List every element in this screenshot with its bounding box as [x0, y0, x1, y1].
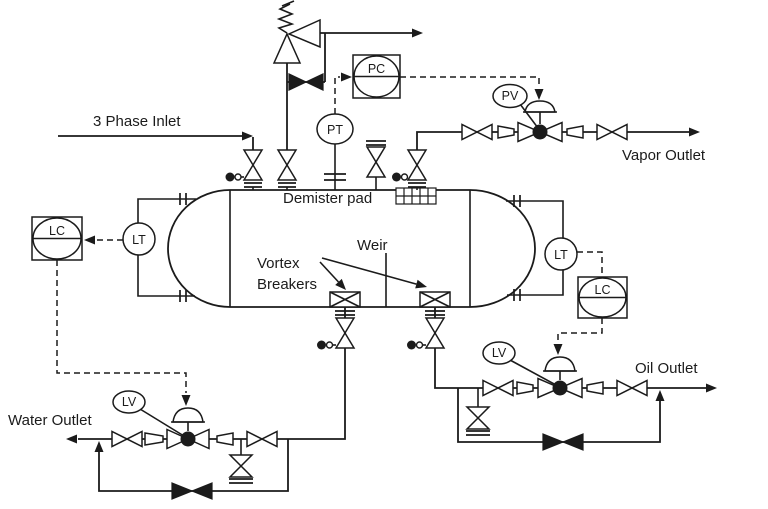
vapor-outlet-line: [392, 100, 700, 190]
bleed-oil-nozzle: [407, 340, 426, 350]
oil-level-control-valve: [537, 356, 583, 399]
weir-label: Weir: [357, 237, 388, 254]
oil-outlet-label: Oil Outlet: [635, 360, 698, 377]
pc-tag: PC: [368, 62, 385, 76]
separator-vessel: [167, 187, 536, 308]
psv-bypass-valve: [288, 73, 324, 91]
oil-bypass-valve: [542, 433, 584, 451]
lc-left-tag: LC: [49, 224, 65, 238]
pt-tag: PT: [327, 123, 343, 137]
spare-capped-valve: [365, 140, 387, 190]
oil-outlet-line: [407, 307, 717, 451]
water-block-valve-1: [246, 430, 278, 448]
oil-reducer-1: [516, 381, 534, 395]
lv-oil-diaphragm: [544, 356, 576, 372]
water-block-valve-2: [111, 430, 143, 448]
vortex-breakers-label-line1: Vortex: [257, 255, 300, 272]
psv-isolation-valve: [276, 149, 298, 181]
demister-pad-label: Demister pad: [283, 190, 372, 207]
vortex-breaker-left: [329, 291, 361, 308]
lv-water-tag-bubble: LV: [112, 390, 185, 437]
level-controller-left: LC: [31, 216, 83, 261]
vapor-block-valve-1: [461, 123, 493, 141]
water-outlet-label: Water Outlet: [8, 412, 92, 429]
pv-tag: PV: [502, 89, 519, 103]
lv-oil-tag-bubble: LV: [482, 341, 557, 386]
level-signal-lines: [56, 235, 603, 406]
pressure-control-valve: [517, 100, 563, 143]
pt-nozzle: [324, 143, 346, 190]
water-reducer-2: [144, 432, 164, 446]
water-level-control-valve: [166, 407, 210, 450]
pressure-transmitter: PT: [316, 113, 354, 145]
vapor-reducer-2: [566, 125, 584, 139]
vapor-nozzle-valve: [406, 149, 428, 181]
water-drain-valve: [228, 454, 254, 478]
level-transmitter-left: LT: [122, 222, 156, 256]
water-reducer-1: [216, 432, 234, 446]
pv-tag-bubble: PV: [492, 83, 539, 129]
water-outlet-line: [66, 307, 356, 500]
oil-reducer-2: [586, 381, 604, 395]
vapor-outlet-label: Vapor Outlet: [622, 147, 706, 164]
lv-water-diaphragm: [172, 407, 204, 423]
vortex-breaker-right: [419, 291, 451, 308]
lt-right-tag: LT: [554, 248, 568, 262]
oil-block-valve-2: [616, 379, 648, 397]
vortex-breakers-label-line2: Breakers: [257, 276, 317, 293]
inlet-line: [58, 131, 264, 190]
oil-drain-valve: [465, 406, 491, 430]
vapor-block-valve-2: [596, 123, 628, 141]
bleed-water-nozzle: [317, 340, 336, 350]
lv-water-tag: LV: [122, 395, 137, 409]
inlet-label: 3 Phase Inlet: [93, 113, 181, 130]
pressure-signal-lines: [334, 72, 544, 114]
lv-oil-tag: LV: [492, 346, 507, 360]
water-bypass-valve: [171, 482, 213, 500]
oil-drain-nozzle-valve: [424, 317, 446, 349]
psv-spring: [276, 3, 295, 34]
bleed-inlet: [225, 172, 244, 182]
vortex-breaker-pointers: [319, 257, 427, 290]
inlet-valve: [242, 149, 264, 181]
level-controller-right: LC: [577, 276, 628, 319]
pv-actuator-diaphragm: [524, 100, 556, 113]
level-transmitter-right: LT: [544, 237, 578, 271]
relief-valve-psv: [272, 0, 423, 190]
lc-right-tag: LC: [595, 283, 611, 297]
oil-block-valve-1: [482, 379, 514, 397]
demister-pad-grid: [395, 187, 437, 205]
bleed-vapor: [392, 172, 409, 182]
vapor-reducer-1: [497, 125, 515, 139]
pressure-controller: PC: [352, 54, 401, 99]
water-drain-nozzle-valve: [334, 317, 356, 349]
lt-left-tag: LT: [132, 233, 146, 247]
